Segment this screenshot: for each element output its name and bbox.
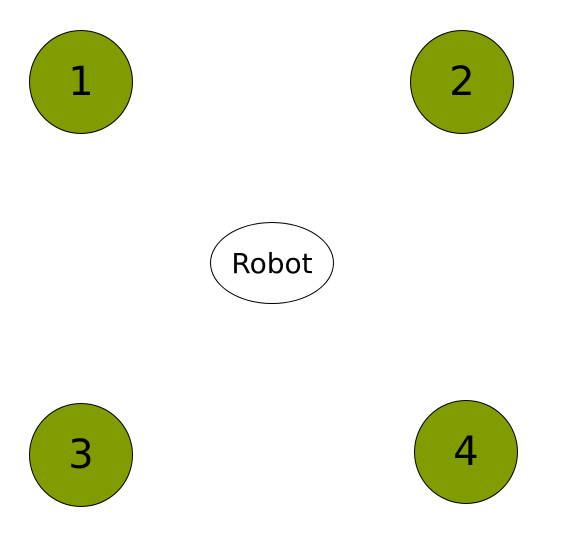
- node-1-label: 1: [68, 59, 94, 105]
- node-4: 4: [414, 400, 518, 504]
- node-2: 2: [410, 30, 514, 134]
- node-3: 3: [29, 403, 133, 507]
- robot-node: Robot: [210, 222, 334, 304]
- node-2-label: 2: [449, 59, 475, 105]
- node-3-label: 3: [68, 432, 94, 478]
- node-1: 1: [29, 30, 133, 134]
- node-4-label: 4: [453, 429, 479, 475]
- robot-label: Robot: [231, 246, 313, 280]
